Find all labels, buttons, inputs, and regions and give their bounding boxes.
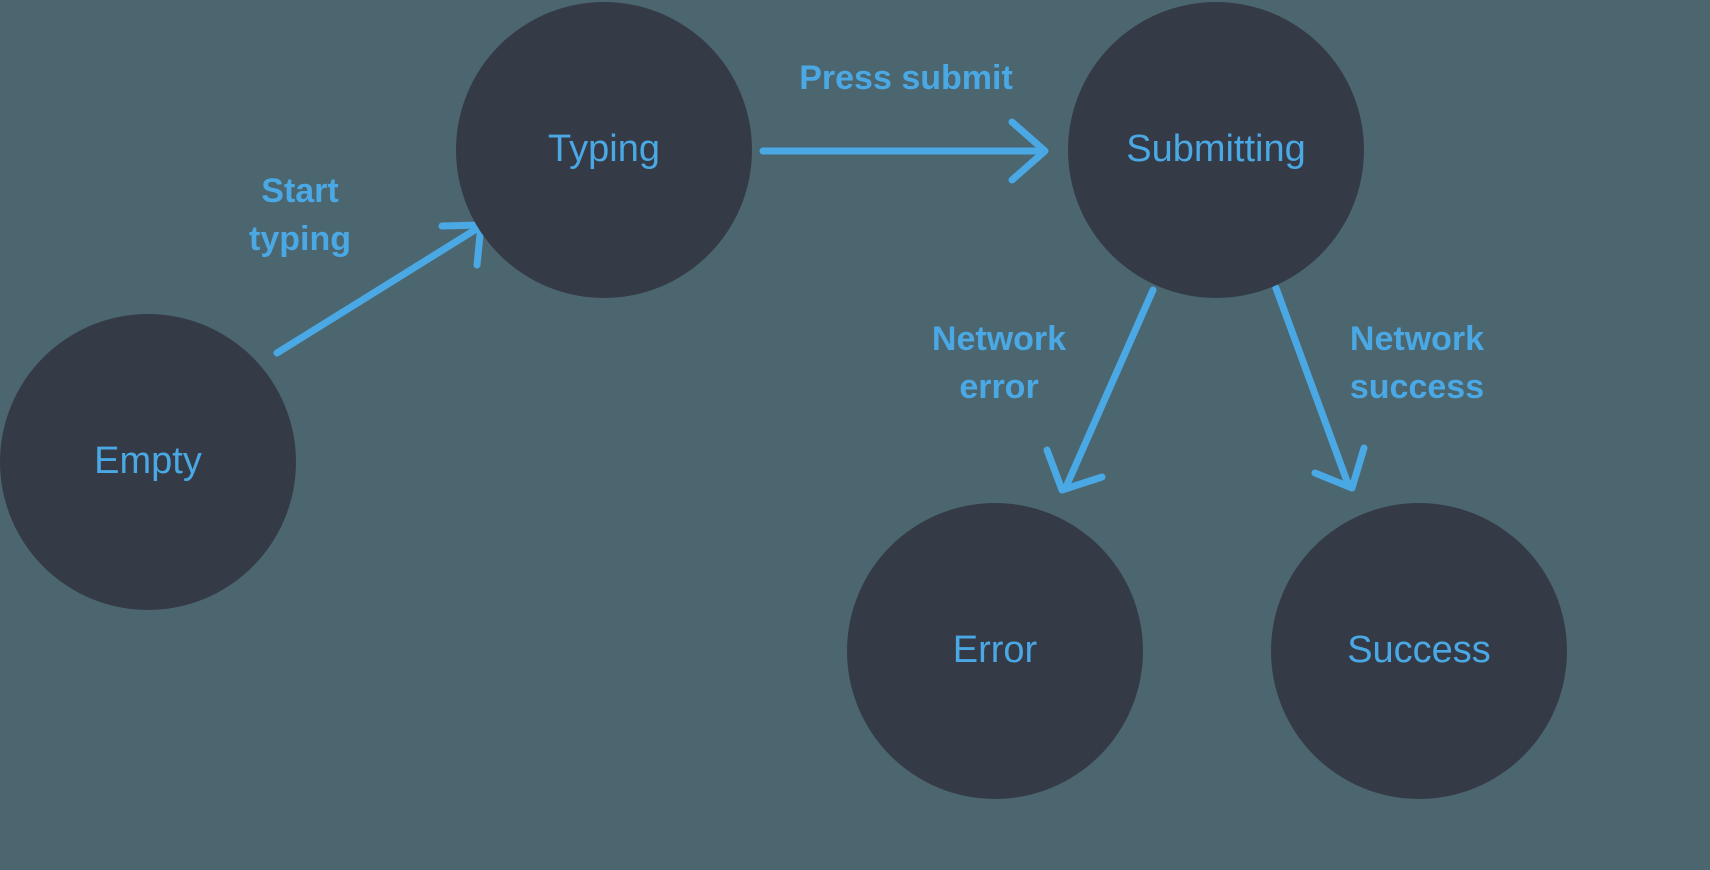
transition-network-success-label-line-1: Network — [1350, 320, 1484, 358]
state-node-error[interactable]: Error — [847, 503, 1143, 799]
state-node-error-circle — [847, 503, 1143, 799]
transition-network-success-arrowhead — [1311, 444, 1368, 492]
state-node-typing-label: Typing — [548, 128, 660, 170]
transition-network-error-line — [1062, 286, 1157, 491]
transition-network-success[interactable]: Network success — [1272, 284, 1484, 492]
transition-press-submit-arrowhead — [1008, 118, 1049, 184]
transition-network-success-line — [1272, 284, 1352, 488]
state-node-submitting-label: Submitting — [1126, 128, 1306, 170]
state-node-error-label: Error — [953, 629, 1038, 671]
transition-start-typing-label-line-1: Start — [261, 172, 338, 210]
transition-network-error[interactable]: Network error — [932, 286, 1157, 494]
transition-start-typing-label-line-2: typing — [249, 220, 351, 258]
state-node-typing[interactable]: Typing — [456, 2, 752, 298]
state-node-empty-circle — [0, 314, 296, 610]
transition-press-submit[interactable]: Press submit — [759, 59, 1049, 184]
state-node-empty[interactable]: Empty — [0, 314, 296, 610]
state-node-submitting[interactable]: Submitting — [1068, 2, 1364, 298]
state-node-success-label: Success — [1347, 629, 1491, 671]
transition-network-error-arrowhead — [1043, 446, 1106, 494]
state-node-success[interactable]: Success — [1271, 503, 1567, 799]
transition-press-submit-label: Press submit — [799, 59, 1013, 97]
transition-network-error-label-line-1: Network — [932, 320, 1066, 358]
state-node-submitting-circle — [1068, 2, 1364, 298]
state-node-success-circle — [1271, 503, 1567, 799]
state-node-typing-circle — [456, 2, 752, 298]
state-node-empty-label: Empty — [94, 440, 202, 482]
transition-start-typing[interactable]: Start typing — [249, 172, 485, 357]
transition-start-typing-line — [273, 224, 482, 357]
transition-network-success-label-line-2: success — [1350, 368, 1484, 406]
transition-network-error-label-line-2: error — [959, 368, 1038, 406]
